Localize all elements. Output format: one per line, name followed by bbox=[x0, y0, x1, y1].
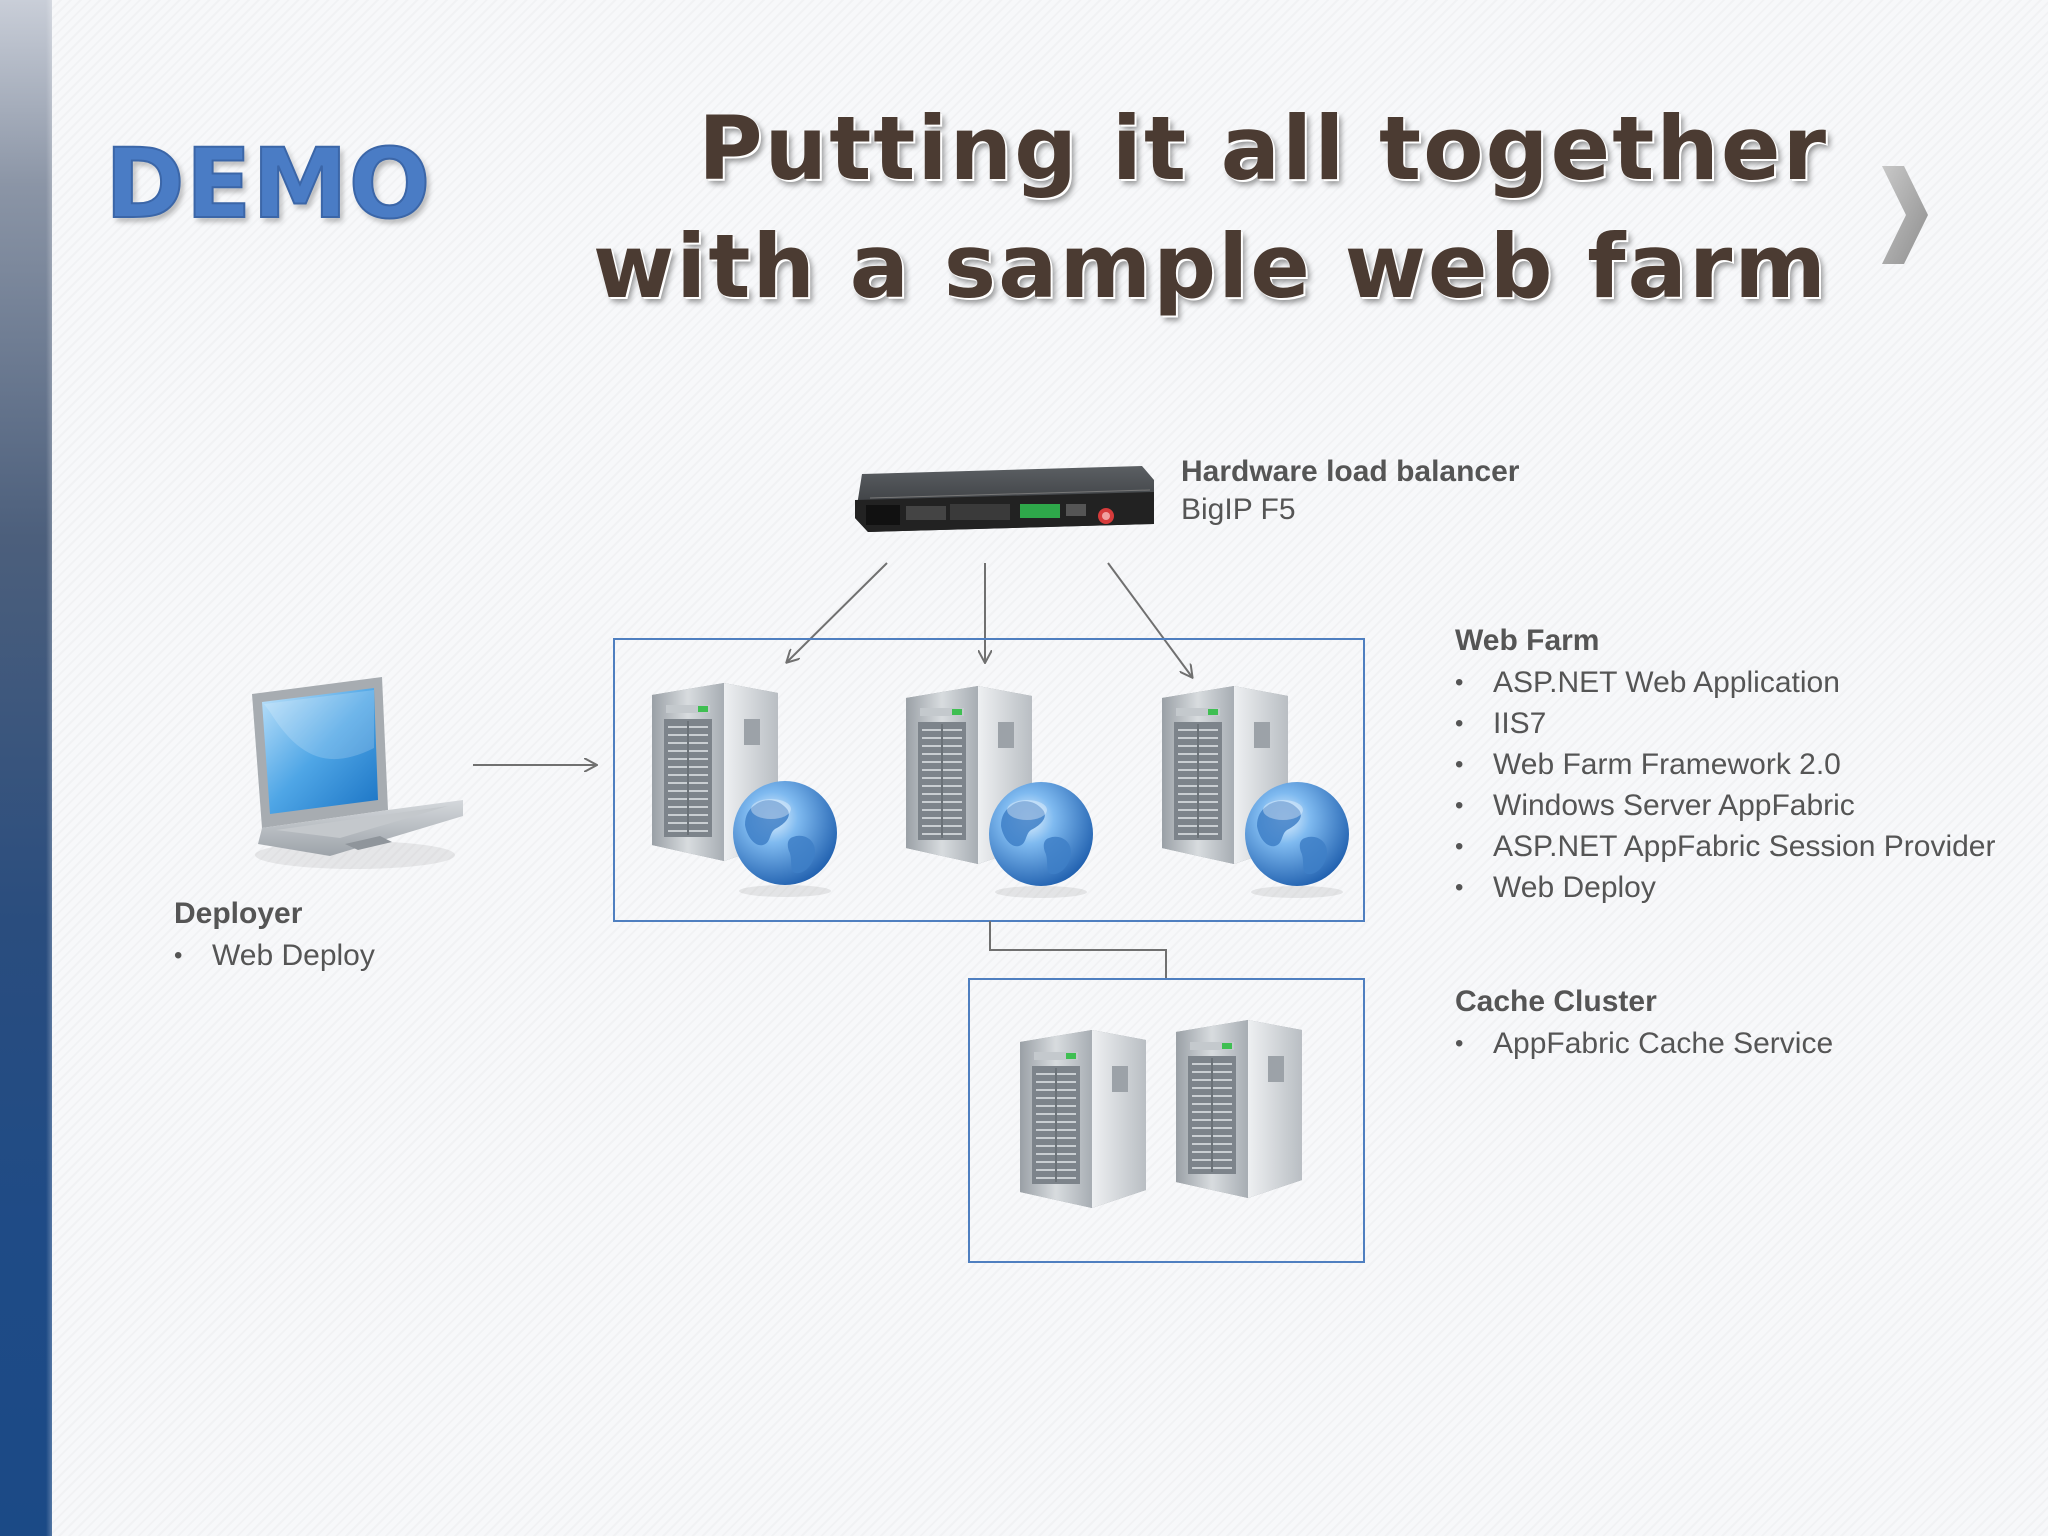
load-balancer-subtitle: BigIP F5 bbox=[1181, 493, 1296, 526]
cache-cluster-list: AppFabric Cache Service bbox=[1455, 1023, 1833, 1064]
farm-to-cache-connector bbox=[989, 921, 1167, 979]
list-item: ASP.NET Web Application bbox=[1455, 662, 1995, 703]
deployer-label: Deployer Web Deploy bbox=[174, 897, 375, 976]
deployer-heading: Deployer bbox=[174, 897, 303, 930]
server-tower-icon bbox=[1019, 1029, 1147, 1209]
list-item: AppFabric Cache Service bbox=[1455, 1023, 1833, 1064]
list-item: Web Farm Framework 2.0 bbox=[1455, 744, 1995, 785]
web-server-globe-icon bbox=[905, 685, 1093, 898]
list-item: Windows Server AppFabric bbox=[1455, 785, 1995, 826]
list-item: Web Deploy bbox=[174, 935, 375, 976]
list-item: ASP.NET AppFabric Session Provider bbox=[1455, 826, 1995, 867]
load-balancer-appliance-icon bbox=[855, 466, 1154, 532]
web-farm-heading: Web Farm bbox=[1455, 624, 1600, 657]
lb-arrow-left bbox=[787, 562, 888, 662]
load-balancer-heading: Hardware load balancer bbox=[1181, 455, 1520, 488]
list-item: IIS7 bbox=[1455, 703, 1995, 744]
load-balancer-label: Hardware load balancer BigIP F5 bbox=[1181, 455, 1519, 527]
left-accent-bar bbox=[0, 0, 52, 1536]
web-server-globe-icon bbox=[651, 682, 837, 897]
slide-title-line-2: with a sample web farm bbox=[592, 215, 1828, 318]
chevron-right-icon[interactable] bbox=[1876, 160, 1932, 270]
deployer-list: Web Deploy bbox=[174, 935, 375, 976]
web-farm-list: ASP.NET Web Application IIS7 Web Farm Fr… bbox=[1455, 662, 1995, 908]
cache-cluster-label: Cache Cluster AppFabric Cache Service bbox=[1455, 985, 1833, 1064]
slide-title-line-1: Putting it all together bbox=[698, 97, 1828, 200]
server-tower-icon bbox=[1175, 1019, 1303, 1199]
lb-arrow-right bbox=[1107, 562, 1192, 677]
demo-label: DEMO bbox=[104, 127, 432, 241]
cache-cluster-heading: Cache Cluster bbox=[1455, 985, 1657, 1018]
list-item: Web Deploy bbox=[1455, 867, 1995, 908]
web-farm-label: Web Farm ASP.NET Web Application IIS7 We… bbox=[1455, 624, 1995, 908]
slide-title: Putting it all together with a sample we… bbox=[593, 90, 1828, 326]
web-server-globe-icon bbox=[1161, 685, 1349, 898]
laptop-icon bbox=[252, 677, 463, 869]
cache-cluster-box bbox=[968, 978, 1365, 1263]
